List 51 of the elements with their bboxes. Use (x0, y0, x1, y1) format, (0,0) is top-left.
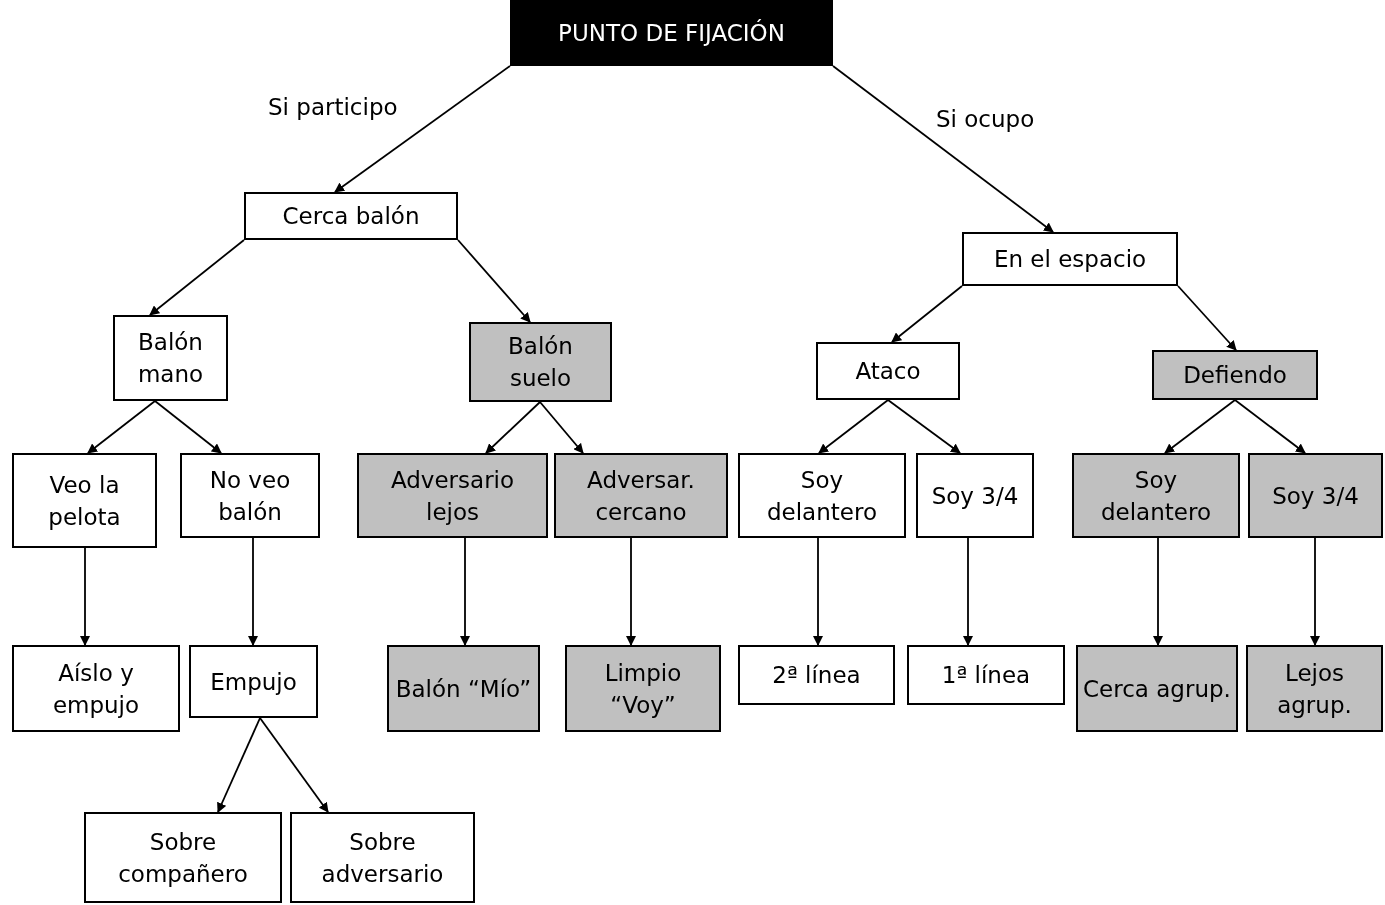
arrow (1234, 399, 1306, 454)
arrow (154, 400, 222, 454)
decision-box: Balón mano (113, 315, 228, 401)
decision-box: Sobre compañero (84, 812, 282, 903)
arrow (539, 401, 584, 454)
decision-box: Cerca balón (244, 192, 458, 240)
decision-box: Ataco (816, 342, 960, 400)
arrow (248, 537, 258, 646)
decision-box: Soy delantero (738, 453, 906, 538)
decision-box: Empujo (189, 645, 318, 718)
arrow (1164, 399, 1236, 454)
arrow (626, 537, 636, 646)
arrow (460, 537, 470, 646)
title-box: PUNTO DE FIJACIÓN (510, 0, 833, 66)
decision-box: Defiendo (1152, 350, 1318, 400)
arrow (87, 400, 156, 454)
arrow (457, 239, 531, 323)
decision-box: En el espacio (962, 232, 1178, 286)
arrow (813, 537, 823, 646)
arrow (149, 239, 245, 316)
decision-box: Aíslo y empujo (12, 645, 180, 732)
decision-box: Sobre adversario (290, 812, 475, 903)
arrow (891, 285, 963, 343)
decision-box: Soy 3/4 (916, 453, 1034, 538)
arrow (963, 537, 973, 646)
decision-box: Balón suelo (469, 322, 612, 402)
edge-label: Si participo (268, 96, 398, 119)
arrow (1177, 285, 1237, 351)
arrow (334, 65, 511, 193)
arrow (259, 717, 329, 813)
arrow (818, 399, 889, 454)
arrow (1153, 537, 1163, 646)
decision-box: Adversario lejos (357, 453, 548, 538)
arrow (217, 717, 261, 813)
decision-box: Limpio “Voy” (565, 645, 721, 732)
decision-box: Soy delantero (1072, 453, 1240, 538)
decision-box: Soy 3/4 (1248, 453, 1383, 538)
decision-box: No veo balón (180, 453, 320, 538)
decision-box: Adversar. cercano (554, 453, 728, 538)
decision-box: 2ª línea (738, 645, 895, 705)
arrow (832, 65, 1054, 233)
arrow (485, 401, 541, 454)
decision-box: 1ª línea (907, 645, 1065, 705)
arrow (887, 399, 961, 454)
decision-box: Lejos agrup. (1246, 645, 1383, 732)
decision-box: Veo la pelota (12, 453, 157, 548)
arrow (80, 547, 90, 646)
decision-box: Cerca agrup. (1076, 645, 1238, 732)
edge-label: Si ocupo (936, 108, 1035, 131)
arrow (1310, 537, 1320, 646)
decision-box: Balón “Mío” (387, 645, 540, 732)
